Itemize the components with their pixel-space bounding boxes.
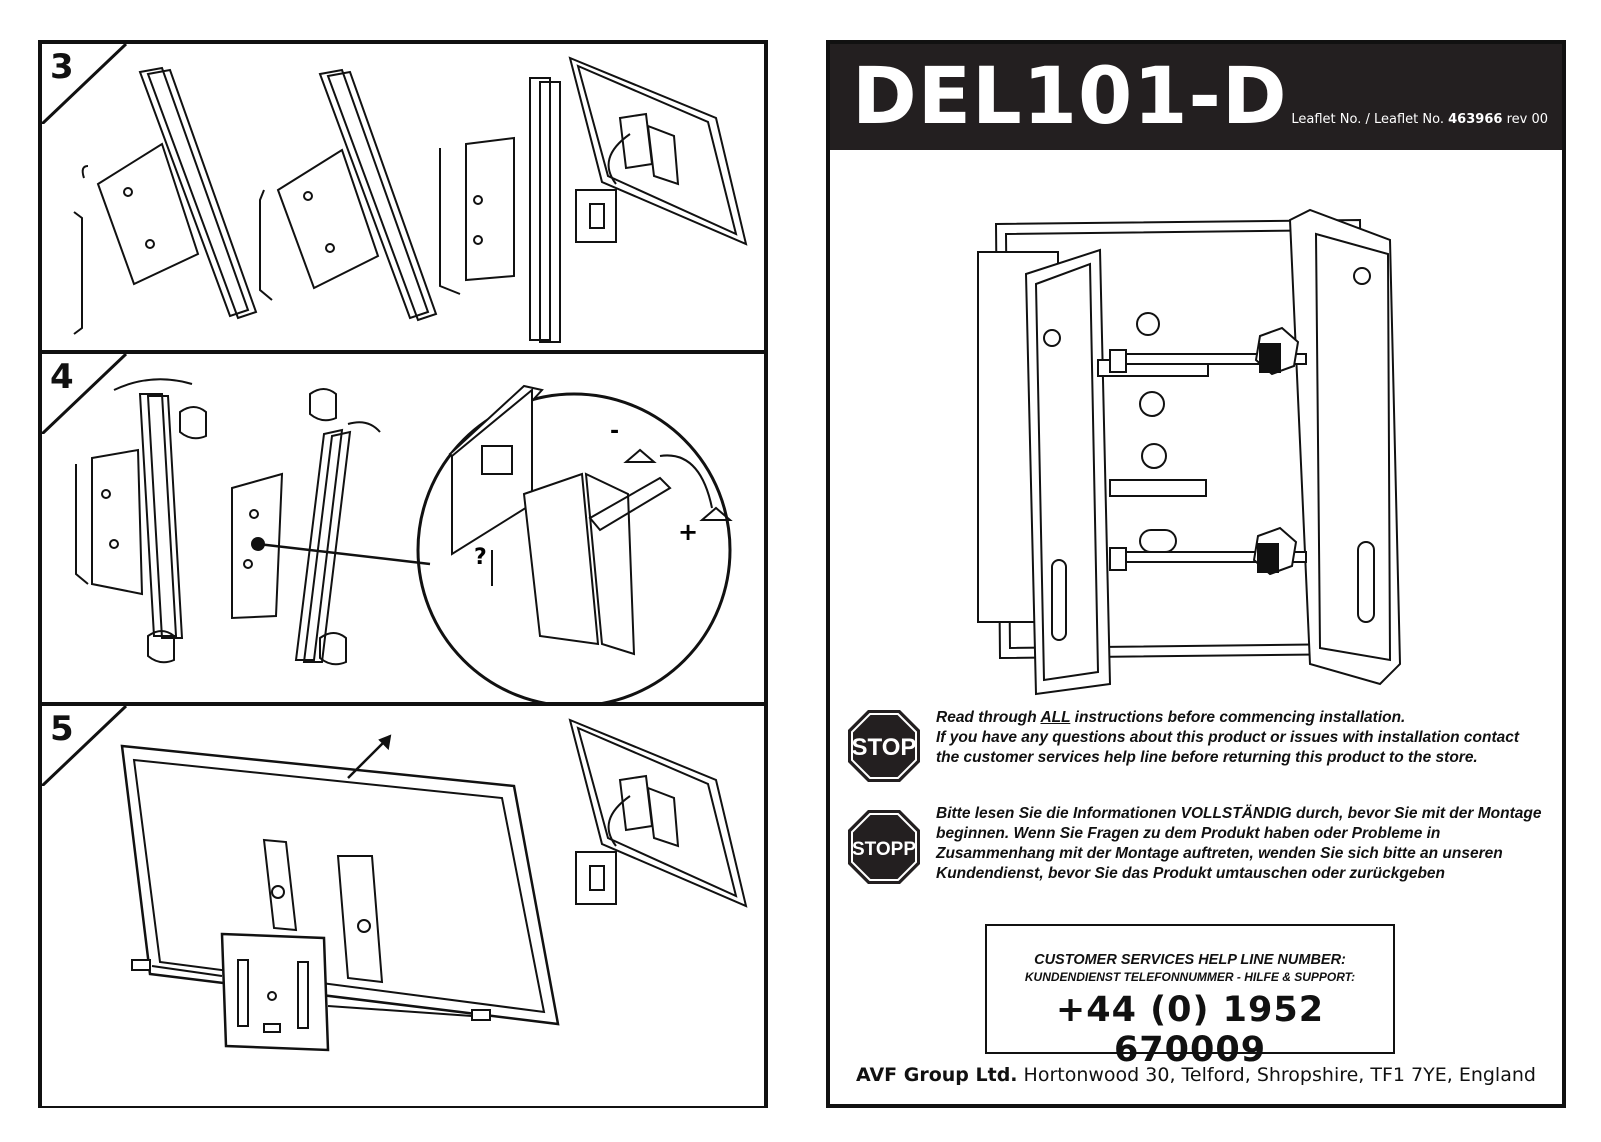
warning-english: STOP Read through ALL instructions befor…	[846, 708, 1546, 788]
step-corner-mark	[42, 44, 128, 124]
warning-en-part: Read through	[936, 709, 1041, 726]
helpline-title-de: KUNDENDIENST TELEFONNUMMER - HILFE & SUP…	[1024, 970, 1356, 984]
company-name: AVF Group Ltd.	[856, 1064, 1018, 1086]
bracket-product-image	[977, 208, 1402, 696]
warning-en-emphasis: ALL	[1040, 709, 1071, 726]
step-5: 5	[42, 706, 764, 1106]
product-model-title: DEL101-D	[852, 52, 1288, 142]
title-bar: DEL101-D Leaflet No. / Leaflet No. 46396…	[830, 44, 1562, 150]
step-5-illustration	[120, 718, 748, 1052]
helpline-title-en: CUSTOMER SERVICES HELP LINE NUMBER:	[1034, 952, 1346, 968]
leaflet-rev: rev 00	[1506, 112, 1548, 127]
helpline-box: CUSTOMER SERVICES HELP LINE NUMBER: KUND…	[985, 924, 1395, 1070]
warning-english-text: Read through ALL instructions before com…	[936, 708, 1546, 768]
step-number: 3	[50, 47, 74, 87]
decrease-symbol: -	[610, 419, 619, 444]
step-3-illustration	[73, 56, 748, 343]
leaflet-id: 463966	[1448, 112, 1503, 127]
warning-en-contact: If you have any questions about this pro…	[936, 729, 1520, 766]
company-footer: AVF Group Ltd. Hortonwood 30, Telford, S…	[830, 1064, 1562, 1086]
step-number: 5	[50, 709, 74, 749]
leaflet-number: Leaflet No. / Leaflet No. 463966 rev 00	[1291, 112, 1548, 127]
increase-symbol: +	[678, 518, 698, 546]
step-4: 4	[42, 354, 764, 706]
step-number: 4	[50, 357, 74, 397]
stopp-sign-icon: STOPP	[848, 810, 920, 884]
question-symbol: ?	[474, 545, 487, 570]
leaflet-prefix: Leaflet No. / Leaflet No.	[1291, 112, 1444, 127]
warning-german: STOPP Bitte lesen Sie die Informationen …	[846, 804, 1546, 904]
step-3: 3	[42, 44, 764, 354]
step-corner-mark	[42, 354, 128, 434]
helpline-phone: +44 (0) 1952 670009	[1055, 990, 1325, 1070]
company-address: Hortonwood 30, Telford, Shropshire, TF1 …	[1017, 1064, 1536, 1086]
stop-label: STOP	[852, 734, 917, 761]
warning-german-text: Bitte lesen Sie die Informationen VOLLST…	[936, 805, 1542, 882]
step-corner-mark	[42, 706, 128, 786]
cover-panel: DEL101-D Leaflet No. / Leaflet No. 46396…	[826, 40, 1566, 1108]
warning-en-part: instructions before commencing installat…	[1070, 709, 1406, 726]
stop-sign-icon: STOP	[848, 710, 920, 782]
steps-panel: 3	[38, 40, 768, 1108]
stopp-label: STOPP	[852, 839, 916, 860]
step-4-illustration: - + ?	[75, 378, 733, 702]
